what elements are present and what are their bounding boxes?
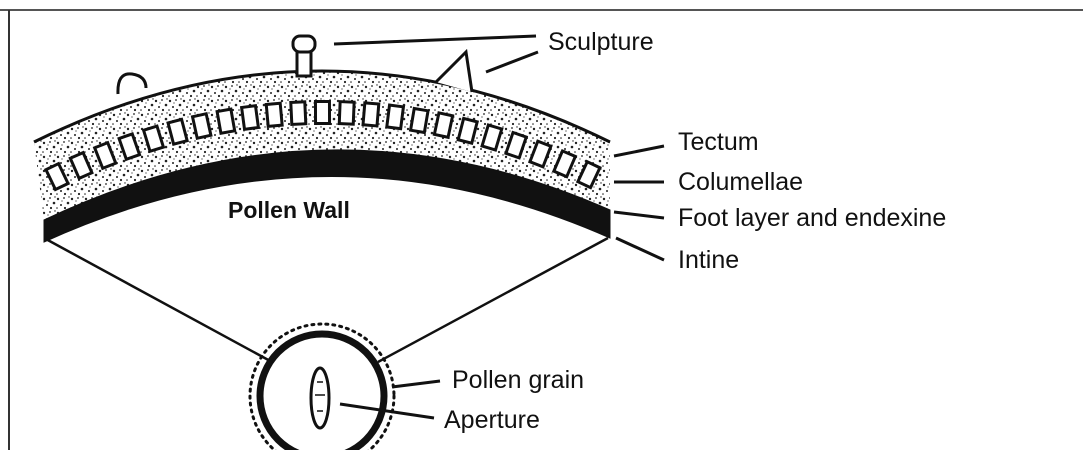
leader-line-sculpture-2: [486, 52, 538, 72]
aperture-slit: [311, 368, 329, 428]
label-foot-layer-endexine: Foot layer and endexine: [678, 204, 946, 232]
columella-rod: [411, 108, 428, 132]
columella-rod: [315, 101, 329, 123]
label-pollen-grain: Pollen grain: [452, 366, 584, 394]
fan-line-left: [44, 238, 272, 362]
columella-rod: [339, 102, 354, 125]
sculpture-club: [293, 36, 315, 76]
label-sculpture: Sculpture: [548, 28, 654, 56]
label-tectum: Tectum: [678, 128, 759, 156]
columella-rod: [387, 105, 404, 129]
leader-line-foot-layer: [614, 212, 664, 218]
sculpture-bump: [118, 74, 146, 94]
columella-rod: [266, 103, 282, 126]
leader-line-pollen-grain: [392, 381, 440, 387]
columella-rod: [193, 114, 211, 138]
columella-rod: [434, 113, 452, 137]
label-intine: Intine: [678, 246, 739, 274]
leader-line-intine: [616, 238, 664, 260]
diagram-title: Pollen Wall: [228, 197, 350, 223]
leader-line-sculpture: [334, 36, 536, 44]
columella-rod: [291, 102, 306, 125]
columella-rod: [363, 103, 379, 126]
label-columellae: Columellae: [678, 168, 803, 196]
leader-line-tectum: [614, 146, 664, 156]
columella-rod: [217, 109, 235, 133]
fan-line-right: [378, 238, 608, 362]
label-aperture: Aperture: [444, 406, 540, 434]
columella-rod: [242, 106, 259, 130]
